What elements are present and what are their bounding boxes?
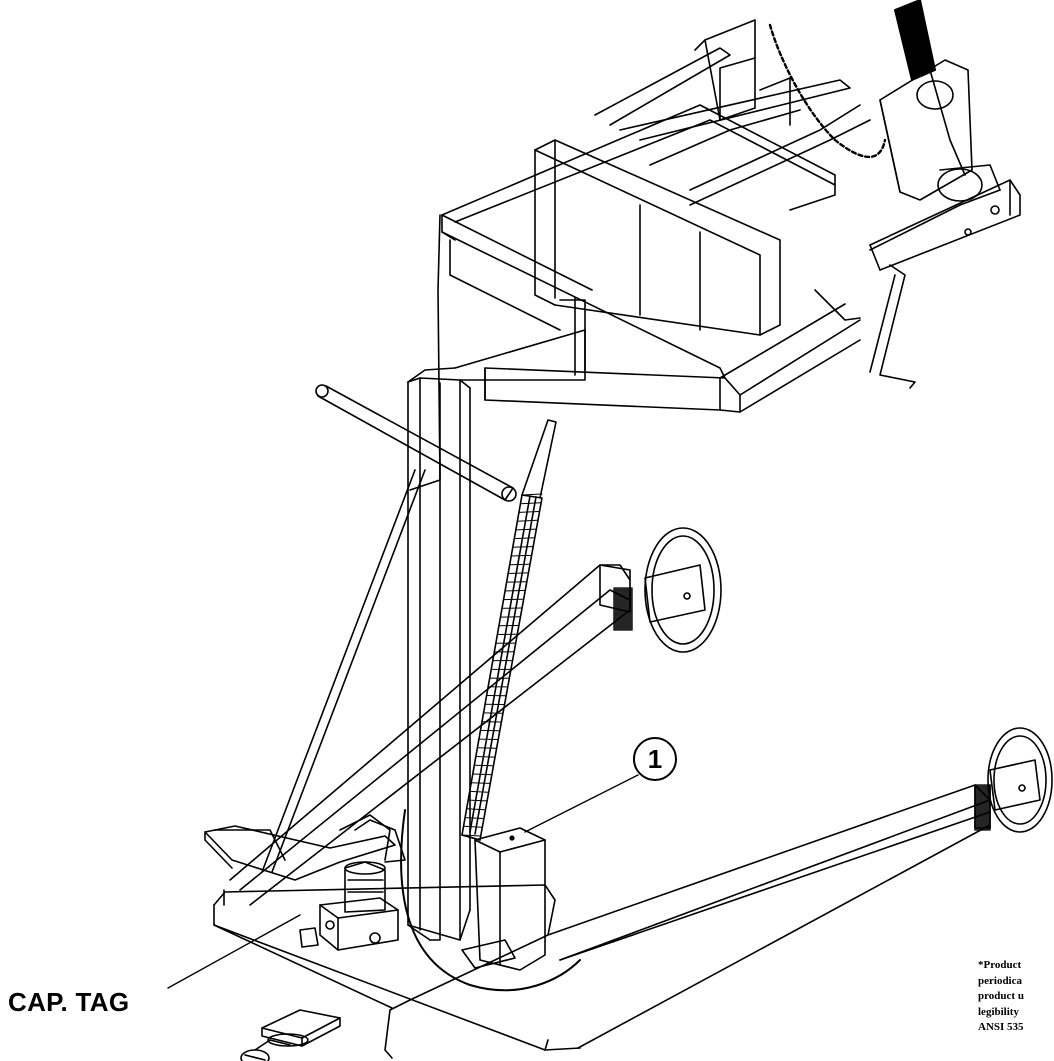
power-cable xyxy=(400,809,581,992)
handle-bar xyxy=(315,384,517,502)
product-note-line: periodica xyxy=(978,974,1022,987)
capacity-tag-label: CAP. TAG xyxy=(8,987,130,1017)
support-strap xyxy=(261,214,441,873)
product-note-line: *Product xyxy=(978,959,1022,971)
product-note: *Product periodica product u legibility … xyxy=(978,958,1054,1061)
cylinder-hatching xyxy=(461,493,543,837)
cap-tag-leader xyxy=(167,914,301,989)
side-beam xyxy=(814,179,1021,389)
product-note-line: legibility xyxy=(978,1005,1019,1018)
foot-pedal xyxy=(204,814,396,881)
chain xyxy=(768,23,887,159)
base-platform xyxy=(213,884,581,1059)
product-note-line: product u xyxy=(978,990,1024,1003)
tool-head xyxy=(879,0,1001,202)
battery-box xyxy=(461,827,546,971)
callout-1-leader xyxy=(524,774,639,833)
product-note-line: ANSI 535 xyxy=(978,1021,1024,1034)
upper-rails xyxy=(594,19,871,206)
hydraulic-jack xyxy=(299,819,406,951)
right-leg xyxy=(547,727,1053,1049)
callout-1-number: 1 xyxy=(647,744,663,774)
callout-1-badge: 1 xyxy=(633,737,677,781)
rear-caster xyxy=(240,1009,341,1061)
mast xyxy=(407,329,586,941)
upper-frame xyxy=(441,104,836,379)
hydraulic-cylinder xyxy=(461,419,557,841)
